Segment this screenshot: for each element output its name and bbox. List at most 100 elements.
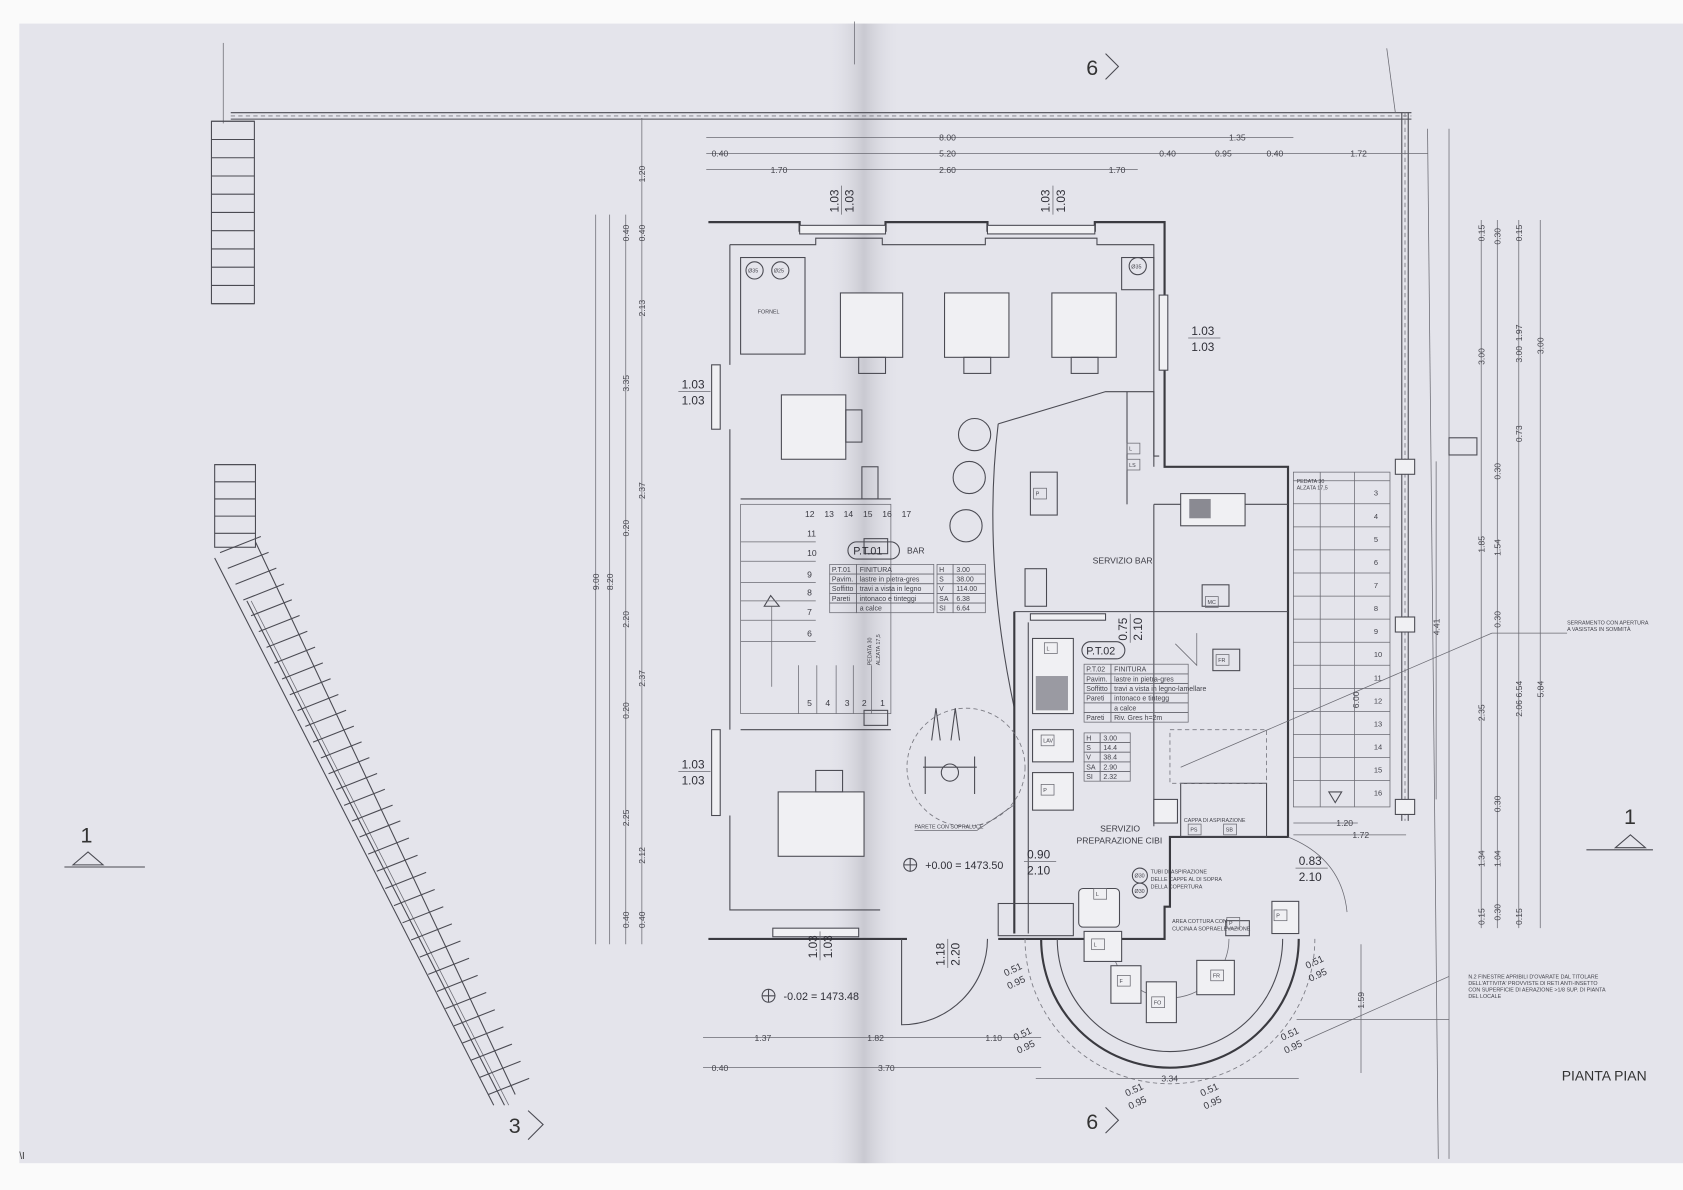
stair-step-number: 4 [825,698,830,708]
note-line: DEL LOCALE [1468,994,1501,1000]
table-cell-label: Soffitto [1086,686,1108,693]
table-cell-label: V [1086,755,1091,762]
stair-step-number: 3 [1374,489,1378,498]
stair-step-number: 13 [1374,719,1382,728]
equipment-label: L [1047,646,1050,652]
area-cottura-label: CUCINA A SOPRAELEVAZIONE [1172,926,1251,932]
section-mark-bottom: 6 [1086,1106,1120,1134]
stair-step [281,662,324,680]
dimension-label: 1.20 [637,165,647,182]
sculpture-wheel [906,707,1026,827]
equipment-label: LAV [1043,739,1053,745]
equipment-box [1040,784,1055,796]
dimension-label: 0.40 [712,1063,729,1073]
note-line: CON SUPERFICIE DI AERAZIONE >1/8 SUP. DI… [1468,987,1606,993]
bar-tables [777,292,1117,857]
dimension-label: 8.00 [939,133,956,143]
opening-dimension: 1.03 [682,773,705,787]
dimension-label: 1.59 [1356,992,1366,1009]
stair-step-number: 11 [807,529,816,539]
equipment-label: L [1094,942,1097,948]
room-code: P.T.02 [1086,646,1115,658]
equipment-label: LS [1129,463,1136,469]
stair-step [402,906,444,924]
table-cell-label: SA [1086,764,1096,771]
stair-step-number: 3 [845,698,850,708]
table-cell-value: 38.00 [956,577,974,584]
dimension-label: 2.35 [1476,704,1486,721]
dimension-label: 0.95 [1215,149,1232,159]
table-cell-label: P.T.02 [1086,667,1105,674]
stair-step-number: 15 [863,509,873,519]
table-cell-value: intonaco e tinteggi [860,596,917,603]
stair-step [266,630,308,648]
opening-dimension: 2.10 [1131,617,1145,640]
servizio-bar-label: SERVIZIO BAR [1093,555,1153,565]
dimension-label: 2.37 [637,670,647,687]
stair-step [436,974,478,992]
stair-step-number: 8 [1374,604,1378,613]
dimension-label: 1.70 [771,165,788,175]
equipment-box [1126,442,1141,455]
stair-step [385,871,427,889]
stair-step-number: 10 [1374,650,1382,659]
tubi-note: DELLA COPERTURA [1151,884,1203,890]
equipment-box [1204,596,1219,608]
cooking-area [997,887,1316,1085]
dimension-label: 1.72 [1350,149,1367,159]
room-name: BAR [907,546,925,556]
level-marker-floor: +0.00 = 1473.50 [903,857,1003,872]
stair-step [351,804,393,822]
table-cell-value: 6.64 [956,606,970,613]
equipment-label: SB [1226,828,1234,834]
dimension-label: 6.54 [1514,681,1524,698]
stair-step [336,772,378,791]
table-cell-label: Pareti [1086,696,1105,703]
equipment-box [1091,938,1105,951]
dimension-label: 0.15 [1476,225,1486,242]
note-line: N.2 FINESTRE APRIBILI D'OVARATE DAL TITO… [1468,975,1598,981]
section-mark-stair-label: 3 [509,1114,521,1138]
table-cell-label: SI [1086,774,1093,781]
dimension-label: 3.00 [1476,348,1486,365]
table-cell-label: Soffitto [832,586,854,593]
table-cell-label: H [939,567,944,574]
stair-step-number: 5 [1374,535,1378,544]
right-railing [1394,112,1416,821]
dimension-label: 2.13 [637,300,647,317]
right-boundary-lines [1386,48,1450,1159]
stair-step [258,615,300,633]
opening-dimension: 1.03 [1191,340,1214,354]
stair-step-number: 14 [844,509,854,519]
equipment-label: PS [1190,828,1198,834]
stair-step [410,923,453,941]
table-cell-value: 2.32 [1103,774,1117,781]
dimension-label: 0.15 [1514,225,1524,242]
dimension-label: 9.00 [591,573,601,590]
dimension-label: 0.73 [1514,425,1524,442]
dimension-label: 0.40 [712,149,729,159]
dimension-label: 1.35 [1229,133,1246,143]
chimney-label: Ø30 [1135,889,1145,895]
chimney-label: Ø25 [774,269,784,275]
opening-dimension: 0.90 [1027,847,1050,861]
dimension-label: 8.20 [605,573,615,590]
equipment-label: MC [1208,600,1216,606]
equipment-label: P [1276,913,1280,919]
stair-step [297,693,339,712]
opening-dimension: 1.03 [821,935,835,958]
section-mark-right-label: 1 [1624,805,1636,829]
section-mark-top: 6 [1086,53,1120,80]
chimney-label: Ø35 [1131,264,1141,270]
equipment-label: P [1229,921,1233,927]
opening-dimension: 1.03 [842,189,856,212]
bottom-note: N.2 FINESTRE APRIBILI D'OVARATE DAL TITO… [1468,975,1606,1000]
table-cell-value: 3.00 [956,567,970,574]
opening-dimension: 1.03 [827,189,841,212]
stair-spec: PEDATA 30 [868,637,874,665]
opening-dimension: 1.03 [1039,189,1053,212]
dimension-label: 1.97 [1514,324,1524,341]
dimension-label: 0.30 [1493,228,1503,245]
